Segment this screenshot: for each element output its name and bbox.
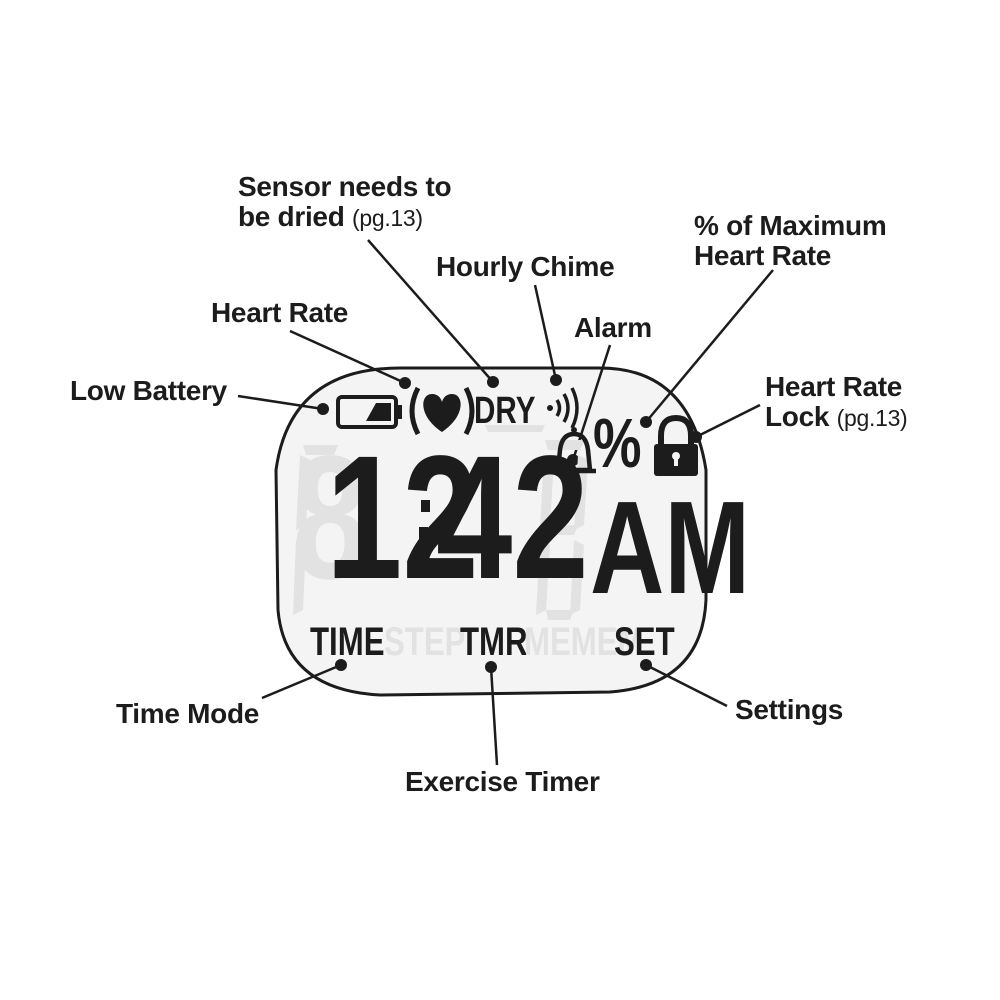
leader-dot [550,374,562,386]
leader-dot [567,454,579,466]
leader-sensor-dry [367,239,494,383]
mode-time: TIME [310,620,385,664]
label-heart-rate: Heart Rate [211,297,349,328]
label-pct-max-hr: % of Maximum Heart Rate [694,210,887,271]
leader-settings [645,663,728,708]
time-digits-hours: 12 [326,420,479,616]
label-sensor-dry-line2: be dried (pg.13) [238,202,451,233]
label-sensor-dry-text: be dried [238,201,345,232]
leader-pct-max-hr [645,269,774,423]
leader-hr-lock [695,403,761,439]
mode-set: SET [614,620,675,664]
label-hr-lock-page: (pg.13) [836,405,908,431]
leader-low-battery [237,394,324,411]
mode-step: STEP [384,620,466,664]
leader-dot [640,416,652,428]
label-hourly-chime: Hourly Chime [436,251,615,282]
lcd-screen [274,366,708,697]
label-low-battery: Low Battery [70,375,227,406]
colon [419,500,430,539]
leader-hourly-chime [533,284,558,381]
battery-icon [336,395,402,429]
label-time-mode: Time Mode [116,698,260,729]
leader-exercise-timer [489,666,499,766]
leader-dot [399,377,411,389]
label-pct-max-hr-line1: % of Maximum [694,210,887,241]
leader-dot [335,659,347,671]
ghost-segments [293,425,588,620]
lock-icon [654,414,698,476]
dry-indicator: DRY [474,390,536,432]
label-hr-lock-line1: Heart Rate [765,371,903,402]
leader-time-mode [261,663,342,700]
chime-icon [547,387,579,429]
time-digits-minutes: 42 [436,420,589,616]
leader-dot [640,659,652,671]
label-hr-lock-text: Lock [765,401,830,432]
mode-tmr: TMR [460,620,528,664]
label-hr-lock: Heart Rate Lock (pg.13) [765,371,908,433]
mode-mem: MEMEM [524,620,644,664]
leader-dot [317,403,329,415]
label-exercise-timer: Exercise Timer [405,766,600,797]
leader-dot [487,376,499,388]
leader-heart-rate [289,329,406,385]
label-sensor-dry-page: (pg.13) [352,205,423,231]
label-alarm: Alarm [574,312,652,343]
label-sensor-dry: Sensor needs to be dried (pg.13) [238,171,452,233]
label-pct-max-hr-line2: Heart Rate [694,240,832,271]
ghost-digit: 8 [292,420,369,616]
percent-indicator: % [593,404,642,482]
bell-icon [552,427,596,474]
label-settings: Settings [735,694,844,725]
am-pm-indicator: AM [590,474,751,621]
leader-dot [485,661,497,673]
heart-icon [409,386,475,436]
label-hr-lock-line2: Lock (pg.13) [765,401,908,433]
label-sensor-dry-line1: Sensor needs to [238,171,452,202]
